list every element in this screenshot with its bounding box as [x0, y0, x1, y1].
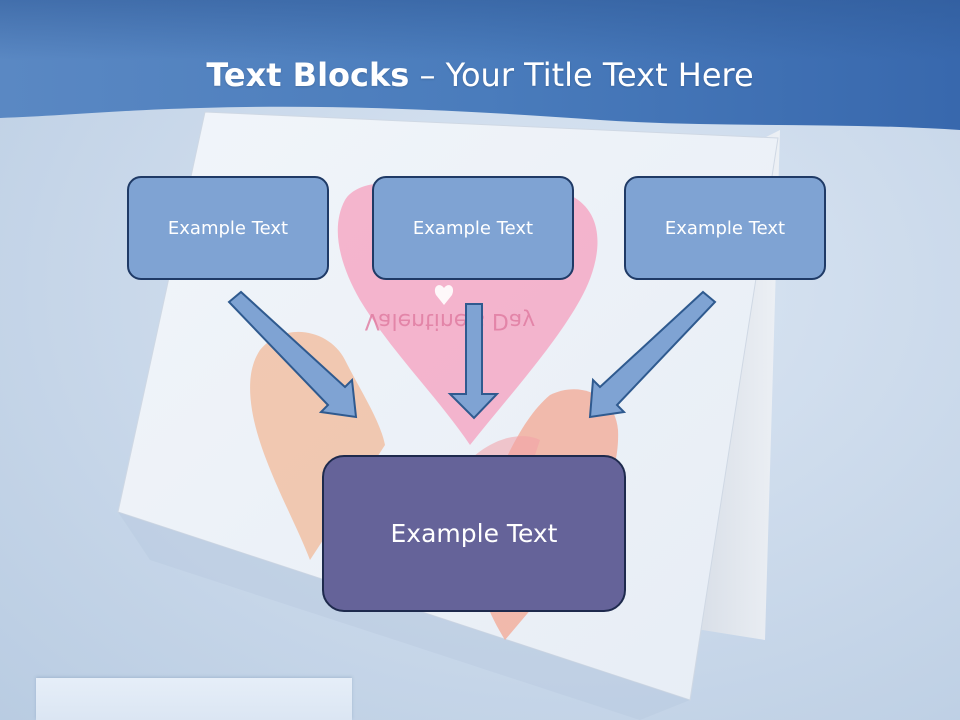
small-heart-icon [434, 285, 454, 305]
bottom-panel [36, 678, 352, 720]
text-box-1[interactable]: Example Text [127, 176, 329, 280]
card-caption: Valentine's Day [365, 308, 536, 333]
text-box-3-label: Example Text [664, 217, 786, 239]
slide-title[interactable]: Text Blocks – Your Title Text Here [0, 52, 960, 98]
left-arrow-icon [227, 290, 358, 419]
text-box-2[interactable]: Example Text [372, 176, 574, 280]
main-text-box-label: Example Text [390, 519, 558, 548]
main-text-box[interactable]: Example Text [322, 455, 626, 612]
center-arrow-icon [447, 303, 500, 420]
right-arrow-icon [588, 290, 717, 419]
text-box-1-label: Example Text [167, 217, 289, 239]
text-box-2-label: Example Text [412, 217, 534, 239]
text-box-3[interactable]: Example Text [624, 176, 826, 280]
header-band [0, 0, 960, 130]
title-rest-text: – Your Title Text Here [409, 56, 754, 94]
title-bold-text: Text Blocks [206, 56, 410, 94]
